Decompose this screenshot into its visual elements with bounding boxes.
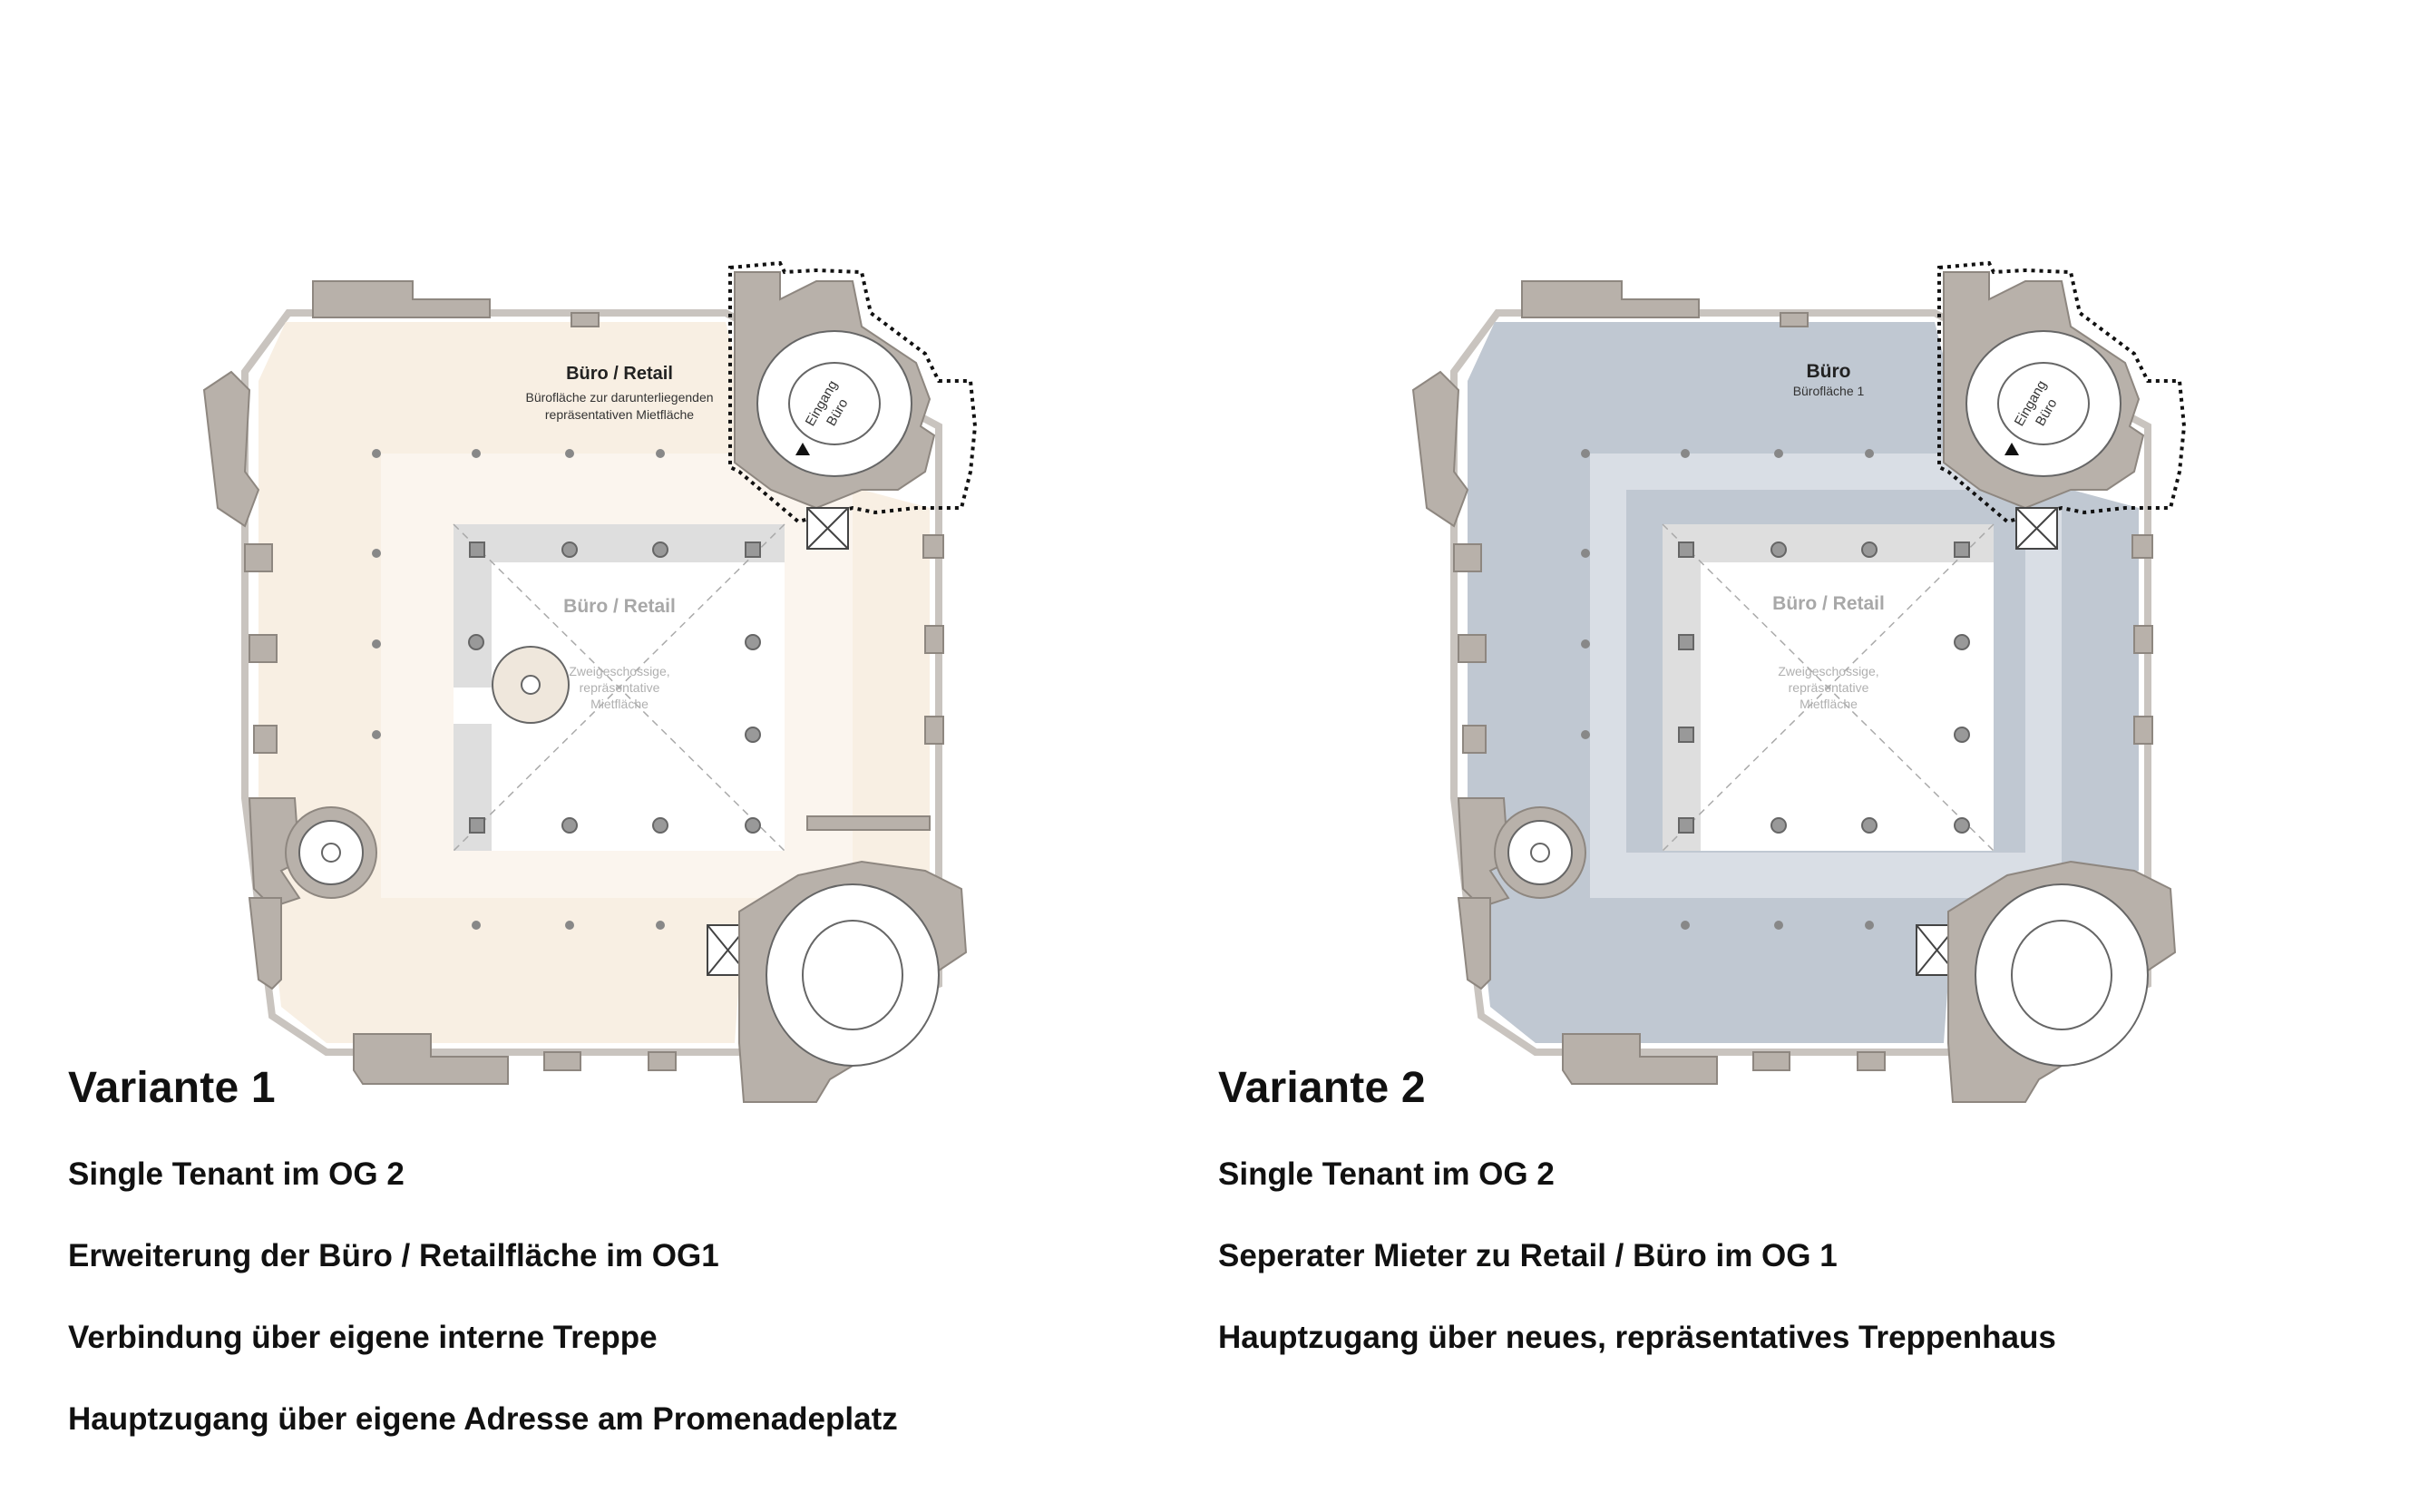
variant-2-panel: Büro Bürofläche 1 Büro / Retail Zweigesc…: [1209, 0, 2418, 1512]
description-line: Single Tenant im OG 2: [1218, 1156, 1555, 1192]
gallery-top: [454, 524, 785, 562]
atrium-columns: [1678, 541, 1970, 834]
atrium-label: Büro / Retail: [1772, 593, 1885, 614]
variant-2-floor-plan: Büro Bürofläche 1 Büro / Retail Zweigesc…: [1411, 260, 2187, 1103]
atrium-sub-3: Mietfläche: [590, 697, 649, 711]
atrium-diagonal-2: [453, 523, 785, 852]
description-line: Verbindung über eigene interne Treppe: [68, 1320, 658, 1355]
variant-title: Variante 1: [68, 1064, 276, 1112]
south-west-stair: [1494, 806, 1586, 899]
description-line: Hauptzugang über neues, repräsentatives …: [1218, 1320, 2056, 1355]
floor-columns: [1581, 449, 1874, 930]
atrium-sub-2: repräsentative: [1789, 680, 1869, 695]
entrance-stair-tower: [734, 271, 936, 510]
elevators: [1916, 507, 2058, 976]
variant-1-panel: Büro / Retail Bürofläche zur darunterlie…: [0, 0, 1209, 1512]
internal-stair-core: [521, 675, 541, 695]
entrance-dotted-outline: [1937, 260, 2187, 524]
atrium-sub-3: Mietfläche: [1800, 697, 1858, 711]
variant-title: Variante 2: [1218, 1064, 1426, 1112]
entrance-dotted-outline: [728, 260, 978, 524]
area-sub-1: Bürofläche 1: [1793, 384, 1865, 398]
exterior-walls: [202, 280, 944, 1085]
area-sub-2: repräsentativen Mietfläche: [545, 407, 694, 422]
area-label: Büro / Retail: [566, 364, 673, 384]
description-line: Seperater Mieter zu Retail / Büro im OG …: [1218, 1238, 1838, 1273]
floor-columns: [372, 449, 665, 930]
gallery-top: [1663, 524, 1994, 562]
atrium-sub-1: Zweigeschossige,: [1778, 664, 1878, 678]
atrium-label: Büro / Retail: [563, 596, 676, 617]
atrium-columns: [468, 541, 761, 834]
entrance-stair-tower: [1943, 271, 2145, 510]
south-west-stair: [285, 806, 377, 899]
description-line: Erweiterung der Büro / Retailfläche im O…: [68, 1238, 719, 1273]
atrium-sub-2: repräsentative: [580, 680, 660, 695]
variant-description: Single Tenant im OG 2 Seperater Mieter z…: [1218, 1156, 2056, 1401]
description-line: Hauptzugang über eigene Adresse am Prome…: [68, 1401, 898, 1437]
area-sub-1: Bürofläche zur darunterliegenden: [525, 390, 713, 405]
south-east-stair-tower: [738, 860, 968, 1103]
variant-1-floor-plan: Büro / Retail Bürofläche zur darunterlie…: [202, 260, 978, 1103]
atrium-diagonal-2: [1662, 523, 1995, 852]
description-line: Single Tenant im OG 2: [68, 1156, 405, 1192]
gallery-left: [1663, 524, 1701, 851]
atrium-sub-1: Zweigeschossige,: [569, 664, 669, 678]
area-label: Büro: [1807, 361, 1851, 382]
variant-description: Single Tenant im OG 2 Erweiterung der Bü…: [68, 1156, 898, 1483]
south-east-stair-tower: [1947, 860, 2177, 1103]
